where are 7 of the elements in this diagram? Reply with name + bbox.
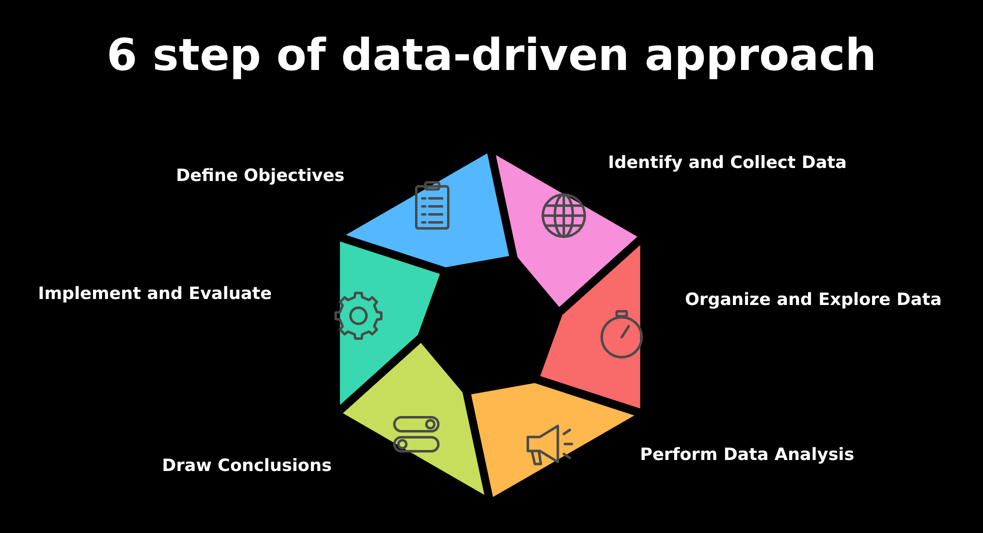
step-label: Define Objectives: [176, 166, 345, 186]
step-label: Implement and Evaluate: [38, 284, 272, 304]
title: 6 step of data-driven approach: [106, 30, 876, 81]
step-label: Organize and Explore Data: [684, 290, 942, 310]
step-label: Draw Conclusions: [162, 456, 332, 476]
step-label: Perform Data Analysis: [640, 444, 854, 465]
step-label: Identify and Collect Data: [608, 153, 847, 173]
